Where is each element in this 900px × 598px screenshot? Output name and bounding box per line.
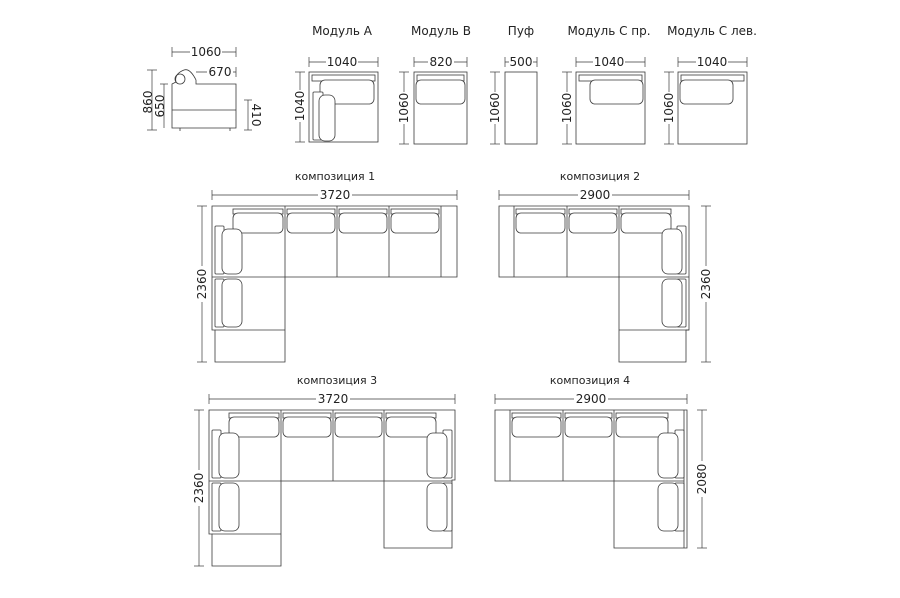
- composition-1-title: композиция 1: [295, 170, 375, 183]
- side-view: 1060 670 860 650 410: [141, 45, 263, 131]
- puf-title: Пуф: [508, 24, 534, 38]
- composition-2: композиция 2 2900 2360: [498, 170, 713, 363]
- module-c-right-title: Модуль С пр.: [567, 24, 650, 38]
- module-puf: Пуф 500 1060: [488, 24, 538, 145]
- side-height-label: 860: [141, 91, 155, 114]
- side-seat-depth-label: 670: [209, 65, 232, 79]
- module-a-title: Модуль А: [312, 24, 373, 38]
- module-c-left-height: 1060: [662, 93, 676, 124]
- puf-height: 1060: [488, 93, 502, 124]
- composition-3-title: композиция 3: [297, 374, 377, 387]
- puf-width: 500: [510, 55, 533, 69]
- composition-3: композиция 3 3720 2360: [192, 374, 456, 567]
- module-c-right: Модуль С пр. 1040 1060: [560, 24, 651, 145]
- composition-3-width: 3720: [318, 392, 349, 406]
- composition-4: композиция 4 2900 2080: [494, 374, 709, 549]
- module-c-left-title: Модуль С лев.: [667, 24, 757, 38]
- composition-4-width: 2900: [576, 392, 607, 406]
- module-b-height: 1060: [397, 93, 411, 124]
- module-a: Модуль А 1040 1040: [293, 24, 379, 143]
- composition-2-width: 2900: [580, 188, 611, 202]
- composition-4-height: 2080: [695, 464, 709, 495]
- composition-1-height: 2360: [195, 269, 209, 300]
- module-c-right-height: 1060: [560, 93, 574, 124]
- module-c-left: Модуль С лев. 1040 1060: [662, 24, 757, 145]
- module-a-height: 1040: [293, 91, 307, 122]
- module-b: Модуль В 820 1060: [397, 24, 471, 145]
- composition-1-width: 3720: [320, 188, 351, 202]
- composition-3-height: 2360: [192, 473, 206, 504]
- side-seat-height-label: 410: [249, 104, 263, 127]
- side-back-height-label: 650: [153, 95, 167, 118]
- composition-2-height: 2360: [699, 269, 713, 300]
- side-width-label: 1060: [191, 45, 222, 59]
- module-c-right-width: 1040: [594, 55, 625, 69]
- module-a-width: 1040: [327, 55, 358, 69]
- composition-1: композиция 1 3720 2360: [195, 170, 458, 363]
- module-b-width: 820: [430, 55, 453, 69]
- module-b-title: Модуль В: [411, 24, 471, 38]
- composition-2-title: композиция 2: [560, 170, 640, 183]
- module-c-left-width: 1040: [697, 55, 728, 69]
- composition-4-title: композиция 4: [550, 374, 630, 387]
